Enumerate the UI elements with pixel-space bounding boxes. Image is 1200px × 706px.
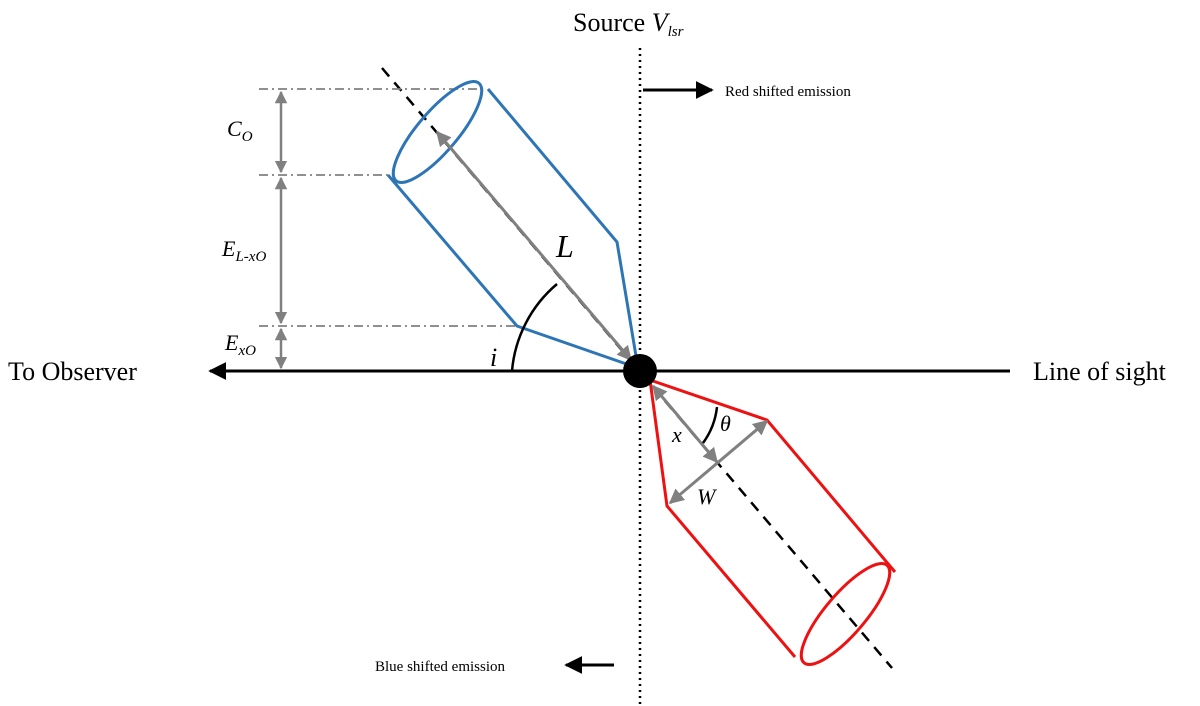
red-lobe — [648, 378, 897, 666]
central-source — [623, 354, 657, 388]
blue-shifted-label: Blue shifted emission — [375, 659, 505, 675]
i-label: i — [490, 343, 497, 372]
E-L-xO-label: EL-xO — [221, 236, 266, 265]
dimension-guides — [259, 88, 517, 327]
C-label: CO — [227, 116, 253, 145]
blue-lobe-lower-edge — [386, 174, 639, 370]
W-arrow — [668, 419, 769, 505]
red-shifted-label: Red shifted emission — [725, 84, 851, 100]
red-lobe-opening — [799, 562, 892, 666]
theta-label: θ — [720, 411, 731, 436]
opening-angle-arc — [701, 406, 719, 444]
to-observer-label: To Observer — [8, 357, 137, 386]
x-arrow — [651, 384, 719, 464]
L-arrow — [435, 130, 633, 362]
x-label: x — [671, 422, 682, 447]
measurement-arrows — [435, 130, 769, 505]
red-lobe-upper-edge — [649, 378, 897, 573]
W-label: W — [697, 484, 717, 509]
outflow-axis — [381, 67, 893, 669]
source-vlsr-label: Source Vlsr — [573, 8, 684, 40]
L-label: L — [555, 228, 574, 264]
E-xO-label: ExO — [224, 330, 256, 359]
inclination-angle-arc — [510, 283, 558, 372]
line-of-sight-label: Line of sight — [1033, 357, 1167, 386]
